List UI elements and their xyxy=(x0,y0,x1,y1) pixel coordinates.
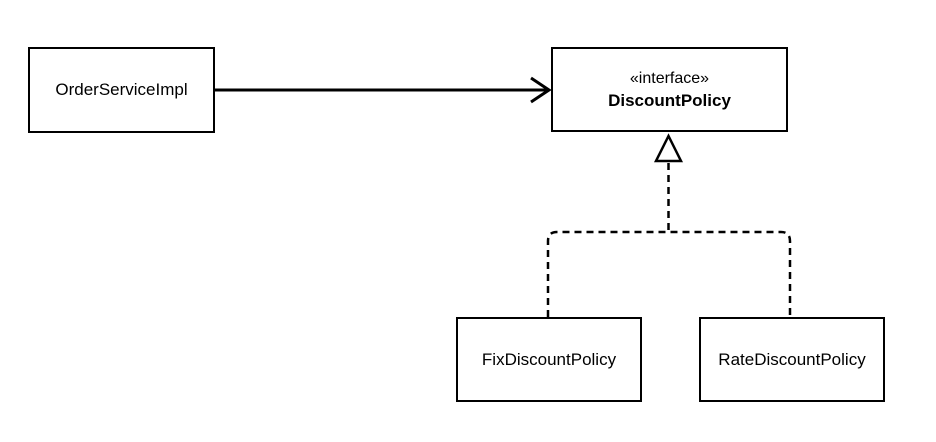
class-box-rate-discount-policy: RateDiscountPolicy xyxy=(699,317,885,402)
class-box-fix-discount-policy: FixDiscountPolicy xyxy=(456,317,642,402)
realization-branch-line xyxy=(546,230,792,317)
stereotype-label: «interface» xyxy=(629,69,710,87)
class-name-label: RateDiscountPolicy xyxy=(718,349,866,369)
hollow-triangle-icon xyxy=(653,133,684,163)
class-box-order-service-impl: OrderServiceImpl xyxy=(28,47,215,133)
open-arrowhead-icon xyxy=(530,76,552,104)
interface-box-discount-policy: «interface» DiscountPolicy xyxy=(551,47,788,132)
interface-name-label: DiscountPolicy xyxy=(608,90,731,110)
class-name-label: OrderServiceImpl xyxy=(55,80,188,99)
class-name-label: FixDiscountPolicy xyxy=(481,349,617,369)
